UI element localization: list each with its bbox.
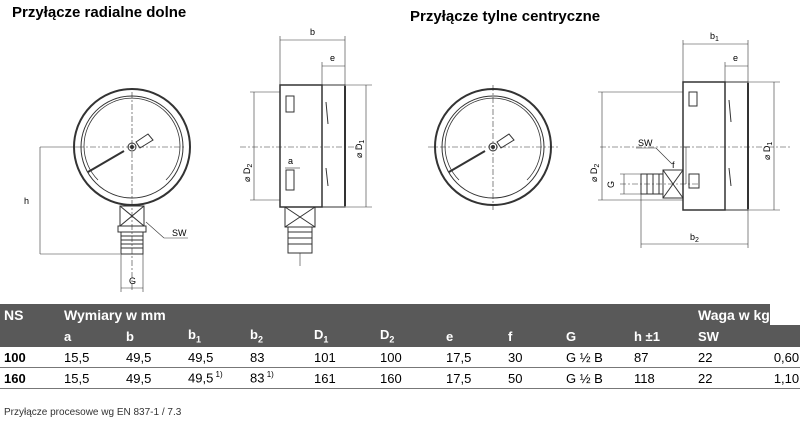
cell-b1: 49,5 1) [184, 367, 246, 389]
cell-g: G ½ B [562, 367, 630, 389]
header-col: SW [694, 325, 770, 347]
cell-weight: 1,10 [769, 367, 800, 389]
cell-b2: 83 1) [246, 367, 310, 389]
cell-a: 15,5 [60, 367, 122, 389]
cell-d2: 100 [376, 347, 442, 368]
label-SW-left: SW [172, 228, 187, 238]
label-b1: b1 [710, 31, 719, 43]
title-rear-connection: Przyłącze tylne centryczne [410, 8, 601, 25]
header-col: f [504, 325, 562, 347]
cell-h: 87 [630, 347, 694, 368]
label-SW-right: SW [638, 138, 653, 148]
header-col: G [562, 325, 630, 347]
cell-b: 49,5 [122, 347, 184, 368]
cell-b2: 83 [246, 347, 310, 368]
label-D1-right: ⌀ D1 [762, 142, 774, 160]
label-a: a [288, 156, 293, 166]
footnote: Przyłącze procesowe wg EN 837-1 / 7.3 [4, 407, 182, 418]
svg-text:⌀ D2: ⌀ D2 [589, 164, 601, 182]
header-col: D1 [310, 325, 376, 347]
cell-a: 15,5 [60, 347, 122, 368]
cell-f: 50 [504, 367, 562, 389]
cell-g: G ½ B [562, 347, 630, 368]
label-D2-right: ⌀ D2 [589, 164, 601, 182]
label-G-left: G [129, 276, 136, 286]
header-dimensions-group: Wymiary w mm [60, 304, 694, 325]
cell-sw: 22 [694, 347, 770, 368]
cell-e: 17,5 [442, 367, 504, 389]
title-radial-connection: Przyłącze radialne dolne [12, 4, 187, 21]
label-b: b [310, 27, 315, 37]
cell-d1: 161 [310, 367, 376, 389]
svg-text:G: G [606, 181, 616, 188]
technical-drawing: h G SW b e a ⌀ D1 ⌀ D2 b1 e b2 SW f G ⌀ … [24, 27, 790, 292]
cell-b1: 49,5 [184, 347, 246, 368]
cell-d1: 101 [310, 347, 376, 368]
header-col: b [122, 325, 184, 347]
label-b2: b2 [690, 232, 699, 244]
label-h: h [24, 196, 29, 206]
table-header-row-1: NS Wymiary w mm Waga w kg [0, 304, 800, 325]
header-col: a [60, 325, 122, 347]
header-ns: NS [0, 304, 60, 325]
svg-text:⌀ D1: ⌀ D1 [762, 142, 774, 160]
label-f: f [672, 160, 675, 170]
cell-ns: 100 [0, 347, 60, 368]
header-weight-group: Waga w kg [694, 304, 770, 325]
header-col: b1 [184, 325, 246, 347]
header-col: h ±1 [630, 325, 694, 347]
header-col: D2 [376, 325, 442, 347]
gauge-front-radial [39, 88, 191, 292]
label-D2-left: ⌀ D2 [242, 164, 254, 182]
label-e-left: e [330, 53, 335, 63]
cell-f: 30 [504, 347, 562, 368]
svg-text:⌀ D1: ⌀ D1 [354, 140, 366, 158]
label-G-right: G [606, 181, 616, 188]
cell-sw: 22 [694, 367, 770, 389]
header-col: e [442, 325, 504, 347]
svg-text:⌀ D2: ⌀ D2 [242, 164, 254, 182]
cell-ns: 160 [0, 367, 60, 389]
gauge-side-rear [598, 40, 790, 248]
header-col: b2 [246, 325, 310, 347]
cell-weight: 0,60 [769, 347, 800, 368]
cell-b: 49,5 [122, 367, 184, 389]
cell-e: 17,5 [442, 347, 504, 368]
label-D1-left: ⌀ D1 [354, 140, 366, 158]
label-e-right: e [733, 53, 738, 63]
gauge-side-radial [240, 36, 372, 266]
gauge-front-rear [428, 85, 558, 210]
cell-d2: 160 [376, 367, 442, 389]
cell-h: 118 [630, 367, 694, 389]
